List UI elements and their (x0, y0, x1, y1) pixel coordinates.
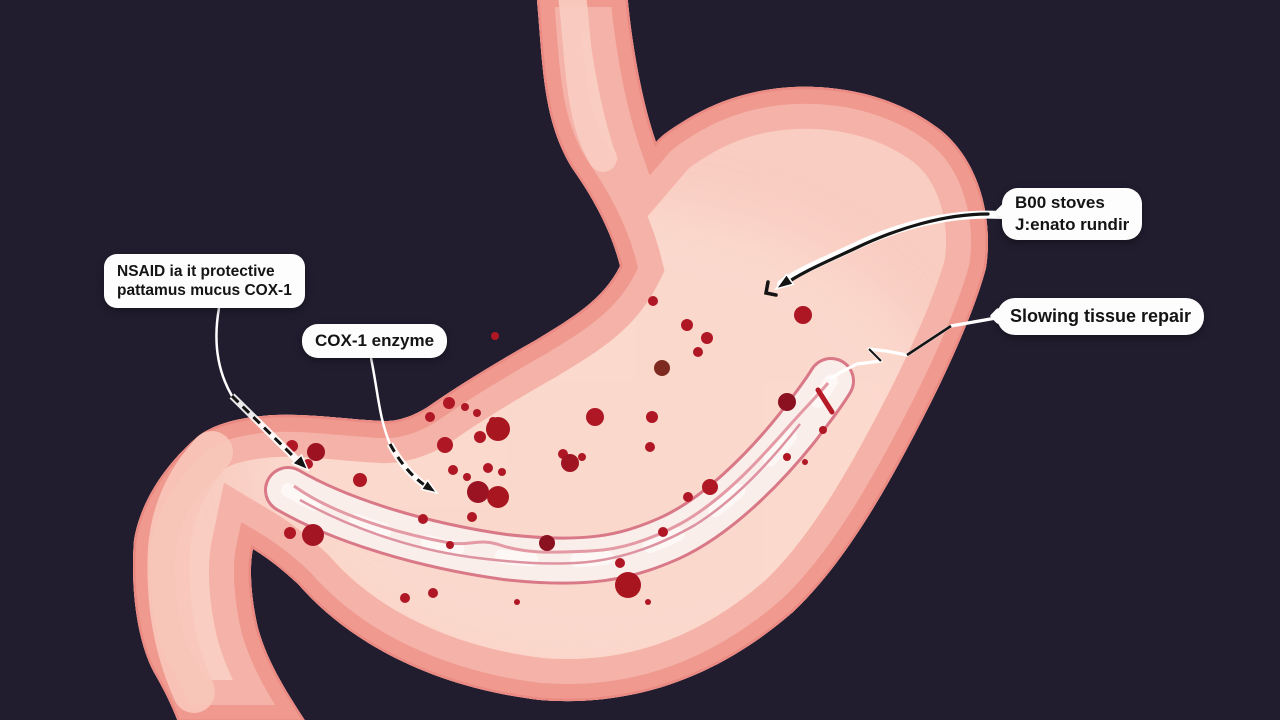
label-text-line: Slowing tissue repair (1010, 306, 1192, 326)
blood-spot (498, 468, 506, 476)
blood-spot (658, 527, 668, 537)
blood-spot (437, 437, 453, 453)
blood-spot (539, 535, 555, 551)
blood-spot (418, 514, 428, 524)
label-cox1-enzyme: COX-1 enzyme (302, 324, 448, 358)
blood-spot (487, 486, 509, 508)
blood-spot (473, 409, 481, 417)
blood-spot (648, 296, 658, 306)
blood-spot (561, 454, 579, 472)
label-text-line: COX-1 enzyme (315, 331, 435, 350)
stoves-arrow-tick (763, 280, 778, 297)
blood-spot (802, 459, 808, 465)
ulcer-tip-blood-streak (815, 387, 835, 415)
cox1-leader-line (369, 357, 392, 445)
blood-spot (302, 524, 324, 546)
leader-arrow-stoves (763, 210, 1005, 297)
blood-spot (693, 347, 703, 357)
label-text-line: B00 stoves (1015, 193, 1105, 212)
blood-spot (284, 527, 296, 539)
repair-leader-dark-segment (906, 324, 952, 357)
blood-spot (461, 403, 469, 411)
blood-spot (474, 431, 486, 443)
blood-spot (578, 453, 586, 461)
nsaid-arrowhead-icon (291, 453, 310, 472)
cox1-arrow-dashes (388, 443, 427, 488)
leader-arrow-nsaid (215, 307, 310, 472)
blood-spot (486, 417, 510, 441)
blood-spot (819, 426, 827, 434)
stoves-arrowhead-icon (774, 273, 795, 291)
label-nsaid-protective-mucus: NSAID ia it protective pattamus mucus CO… (104, 254, 305, 308)
blood-spot (446, 541, 454, 549)
blood-spot (683, 492, 693, 502)
blood-spot (794, 306, 812, 324)
leader-arrow-cox1 (369, 357, 439, 495)
esophagus-light-stripe (558, 0, 617, 172)
label-text-line: NSAID ia it protective (117, 263, 275, 280)
blood-spot (491, 332, 499, 340)
blood-spot (681, 319, 693, 331)
blood-spot (353, 473, 367, 487)
nsaid-arrow-casing (229, 393, 299, 462)
blood-spot (645, 599, 651, 605)
nsaid-leader-line (215, 307, 234, 397)
blood-spot (448, 465, 458, 475)
blood-spot (701, 332, 713, 344)
blood-spot (615, 558, 625, 568)
leader-arrow-repair (829, 316, 997, 381)
blood-spot (783, 453, 791, 461)
blood-spot (463, 473, 471, 481)
label-text-line: pattamus mucus COX-1 (117, 282, 292, 299)
blood-spot (778, 393, 796, 411)
blood-spot (443, 397, 455, 409)
blood-spot (467, 481, 489, 503)
blood-spot (514, 599, 520, 605)
blood-spot (586, 408, 604, 426)
blood-spot (615, 572, 641, 598)
stoves-arrow-line (782, 212, 990, 287)
label-slowing-tissue-repair: Slowing tissue repair (997, 298, 1205, 335)
cox1-arrowhead-icon (420, 478, 439, 495)
blood-spot (425, 412, 435, 422)
blood-spot (654, 360, 670, 376)
blood-spots-group (284, 296, 827, 605)
blood-spot (400, 593, 410, 603)
blood-spot (483, 463, 493, 473)
label-stoves: B00 stoves J:enato rundir (1002, 188, 1143, 240)
ulcer-band (264, 357, 855, 585)
blood-spot (702, 479, 718, 495)
ulcer-squiggle-lower (299, 423, 801, 565)
repair-leader-dark-segment2 (868, 348, 882, 362)
label-text-line: J:enato rundir (1015, 215, 1130, 234)
blood-spot (428, 588, 438, 598)
blood-spot (645, 442, 655, 452)
duodenum-light-stripe (147, 431, 233, 713)
blood-spot (467, 512, 477, 522)
blood-spot (646, 411, 658, 423)
blood-spot (307, 443, 325, 461)
ulcer-squiggle-upper (293, 382, 830, 554)
